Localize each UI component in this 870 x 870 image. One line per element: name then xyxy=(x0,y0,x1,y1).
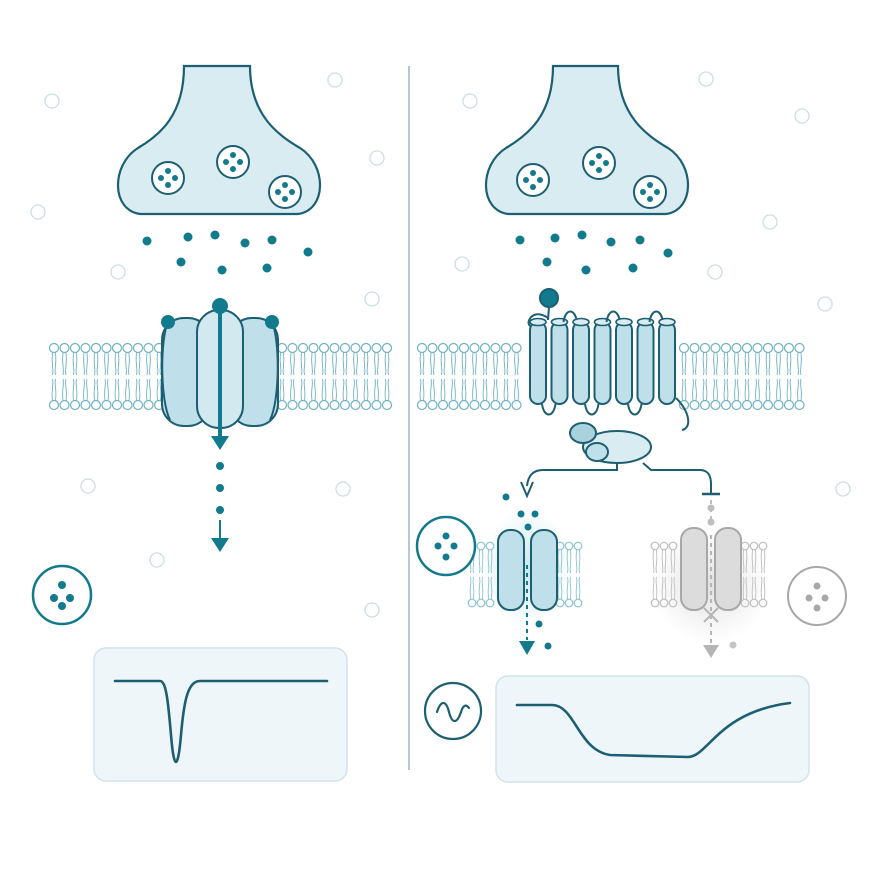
potential-trace-box-left xyxy=(93,647,348,782)
particle xyxy=(835,481,851,497)
vesicle-neurotransmitters-right xyxy=(523,153,660,202)
particle xyxy=(762,214,778,230)
vesicle-neurotransmitters-left xyxy=(158,152,295,202)
ion-badge-icon-left xyxy=(31,564,93,626)
vesicle xyxy=(268,175,302,209)
vesicle xyxy=(516,163,550,197)
particle xyxy=(454,256,470,272)
particle xyxy=(149,552,165,568)
vesicle xyxy=(582,146,616,180)
ion-flow-left xyxy=(211,462,229,552)
signal-branch-lines xyxy=(520,462,720,499)
particle xyxy=(30,204,46,220)
sine-wave-icon xyxy=(423,681,483,741)
released-neurotransmitters-right xyxy=(515,230,673,275)
particle xyxy=(110,264,126,280)
inhibited-channel-icon xyxy=(650,500,770,658)
ion-channel-icon xyxy=(161,298,279,450)
ion-badge-icon-right xyxy=(415,515,477,577)
released-neurotransmitters-left xyxy=(142,230,313,275)
particle xyxy=(794,108,810,124)
synaptic-vesicles-right xyxy=(516,146,667,209)
vesicle xyxy=(633,175,667,209)
background-particles xyxy=(30,71,851,618)
ion-badge-icon-grey xyxy=(787,566,847,626)
g-protein-icon xyxy=(569,422,652,464)
particle xyxy=(327,72,343,88)
particle xyxy=(364,291,380,307)
particle xyxy=(335,481,351,497)
postsynaptic-membrane-left xyxy=(48,342,393,411)
vesicle xyxy=(151,161,185,195)
particle xyxy=(707,264,723,280)
particle xyxy=(44,93,60,109)
particle xyxy=(364,602,380,618)
particle xyxy=(462,93,478,109)
postsynaptic-membrane-right xyxy=(416,342,805,411)
particle xyxy=(369,150,385,166)
fast-hyperpolarization-trace xyxy=(113,679,329,764)
slow-hyperpolarization-trace xyxy=(515,701,792,759)
gpcr-seven-helix-icon xyxy=(527,288,690,431)
synaptic-vesicles-left xyxy=(151,145,302,209)
vesicle xyxy=(216,145,250,179)
potential-trace-box-right xyxy=(495,675,810,783)
open-channel-icon xyxy=(481,493,573,655)
particle xyxy=(698,71,714,87)
particle xyxy=(80,478,96,494)
particle xyxy=(817,296,833,312)
